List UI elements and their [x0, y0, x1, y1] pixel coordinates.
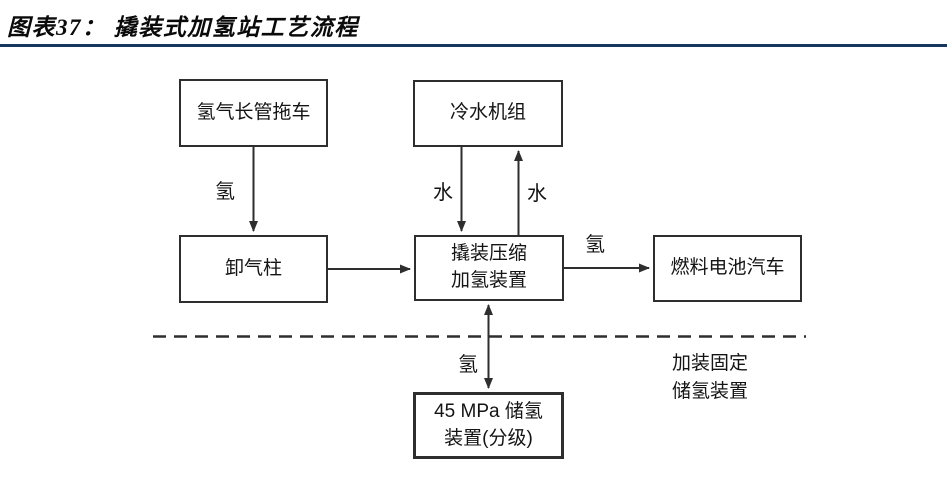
figure-title: 图表37： 撬装式加氢站工艺流程	[7, 15, 359, 40]
edge-label-hydrogen-to-storage: 氢	[458, 354, 478, 376]
node-fuel-cell-vehicle: 燃料电池汽车	[653, 235, 802, 302]
title-divider	[0, 44, 947, 47]
node-45mpa-hydrogen-storage: 45 MPa 储氢 装置(分级)	[413, 392, 564, 459]
edge-label-water-return: 水	[527, 183, 547, 205]
node-skid-compression-refueling-unit: 撬装压缩 加氢装置	[414, 235, 564, 301]
edge-label-hydrogen-down: 氢	[215, 181, 235, 203]
annotation-fixed-storage: 加装固定 储氢装置	[672, 353, 749, 402]
node-gas-unloading-column: 卸气柱	[179, 235, 328, 303]
node-chilled-water-unit: 冷水机组	[413, 80, 563, 147]
node-hydrogen-tube-trailer: 氢气长管拖车	[179, 79, 328, 147]
edge-label-water-supply: 水	[433, 182, 453, 204]
edge-label-hydrogen-to-vehicle: 氢	[585, 234, 605, 256]
